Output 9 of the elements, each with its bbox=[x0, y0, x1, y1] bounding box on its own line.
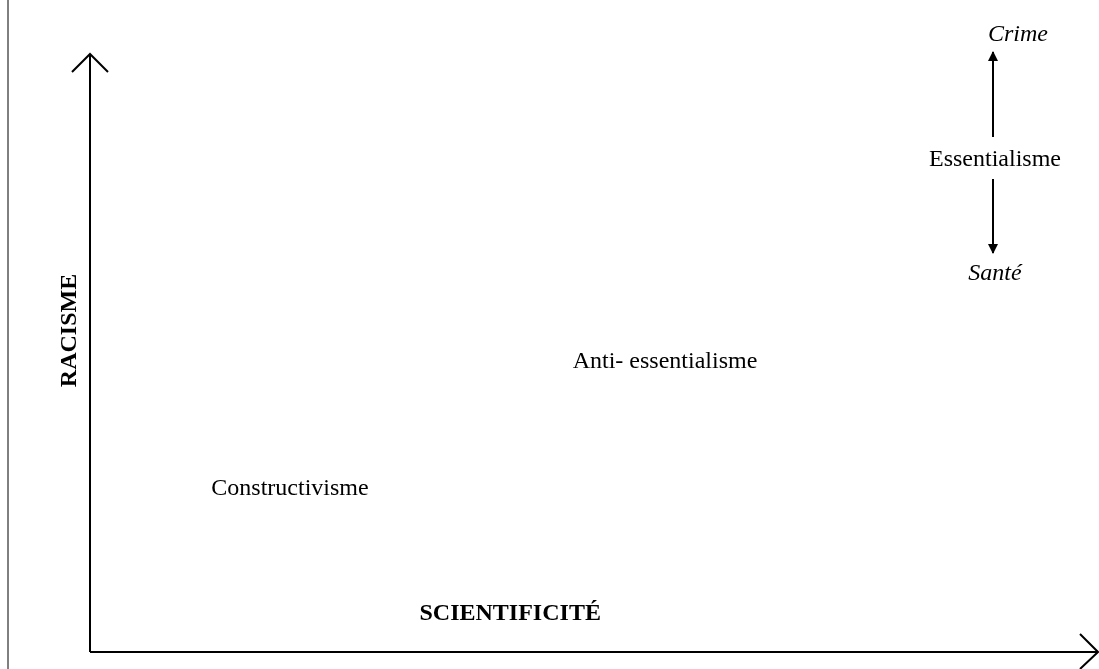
concept-label: Constructivisme bbox=[180, 472, 400, 502]
concept-label: Essentialisme bbox=[910, 143, 1080, 173]
concept-label: Anti- essentialisme bbox=[565, 345, 765, 375]
arrow bbox=[988, 51, 998, 138]
concept-label: Santé bbox=[945, 257, 1045, 287]
concept-label: Crime bbox=[968, 18, 1068, 48]
axis-title: SCIENTIFICITÉ bbox=[419, 598, 601, 626]
axis-title: RACISME bbox=[54, 273, 82, 387]
arrow bbox=[988, 178, 998, 254]
